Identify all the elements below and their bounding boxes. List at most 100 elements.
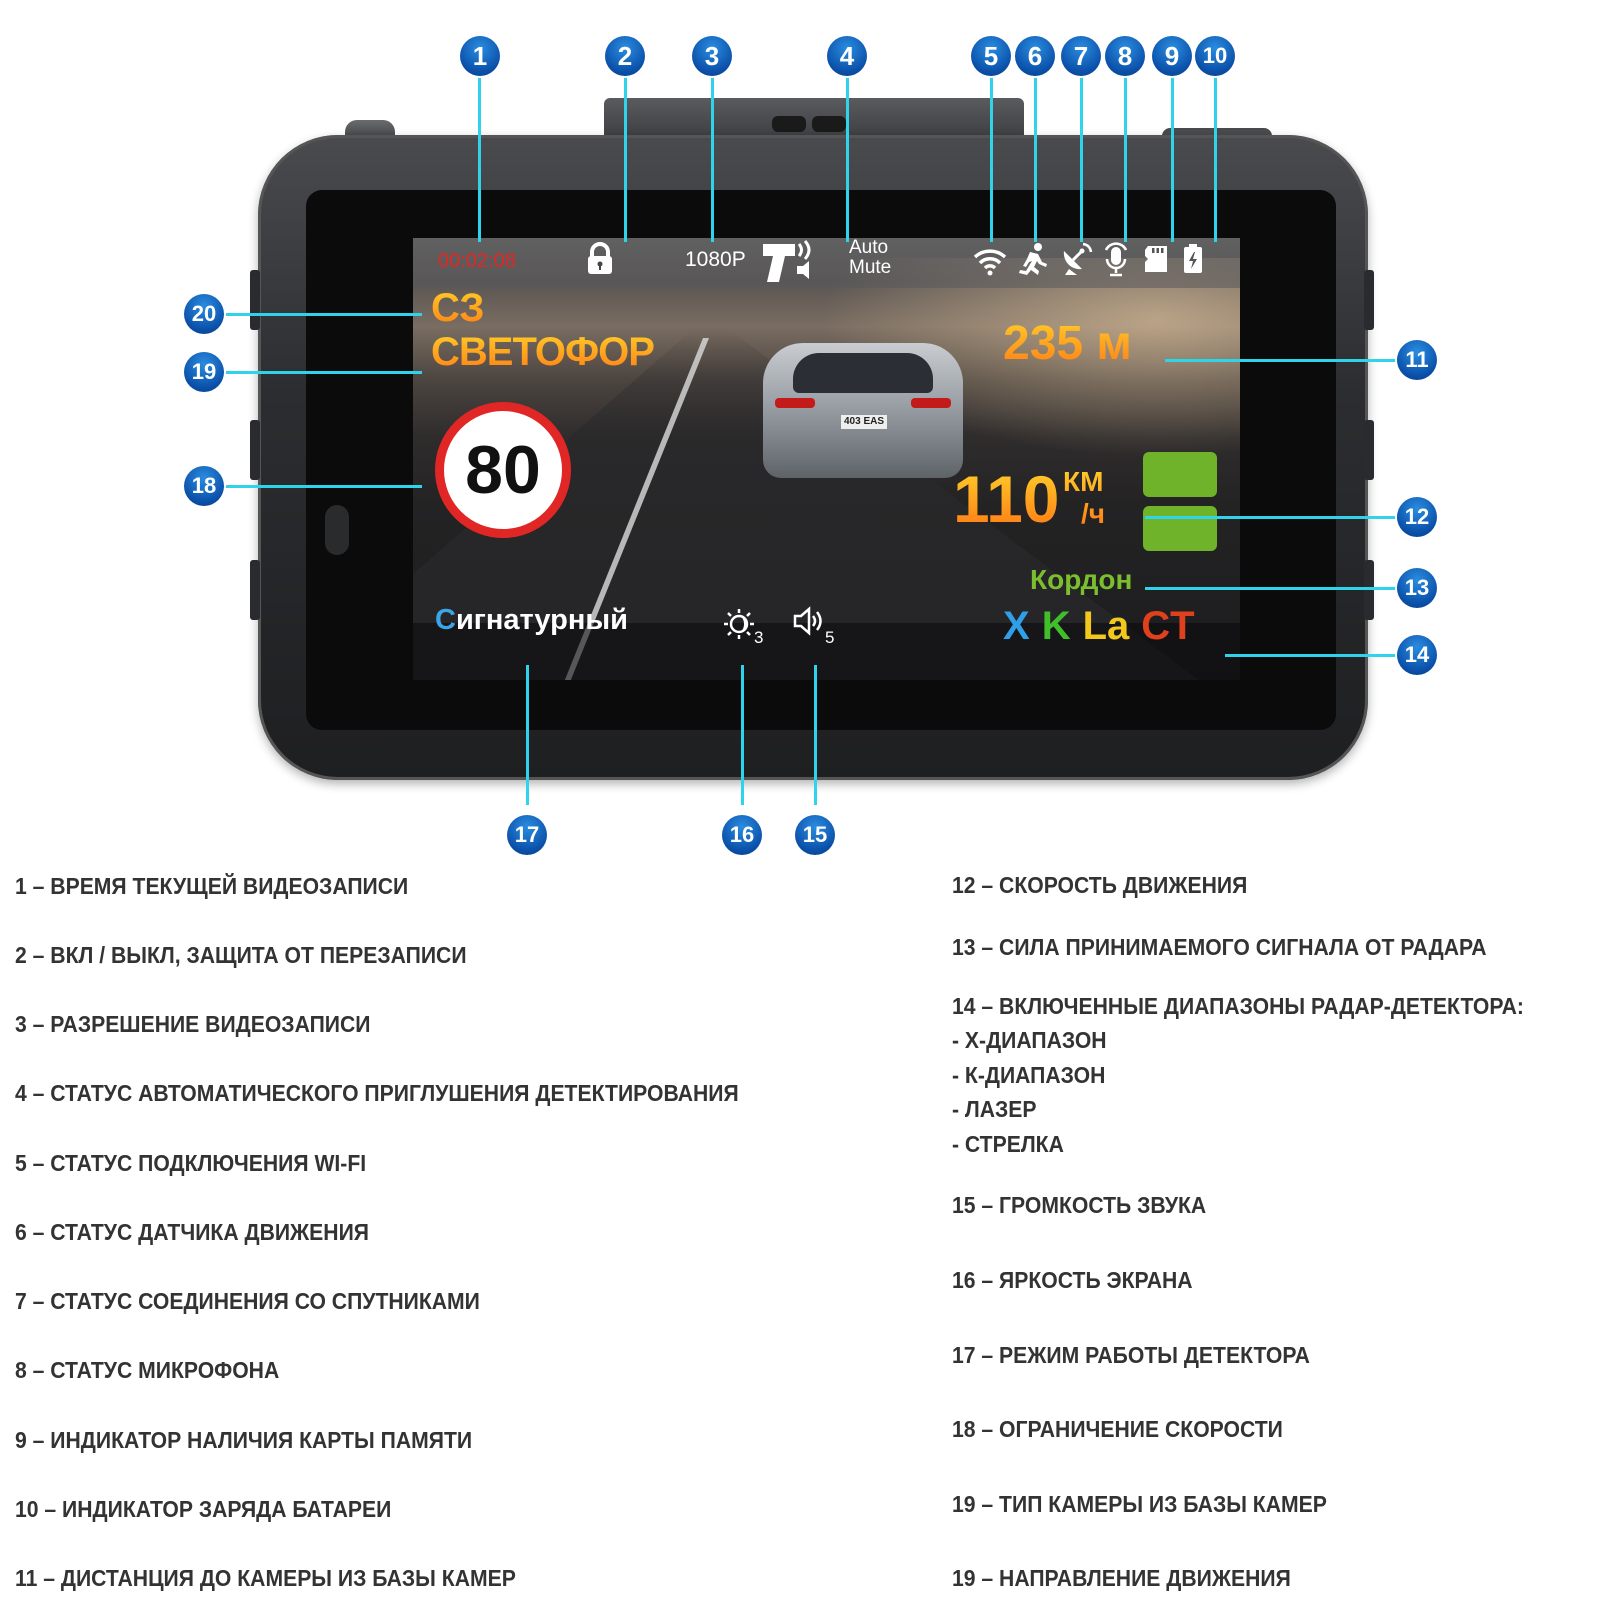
- leader-line-3: [711, 74, 714, 242]
- leader-line-20: [222, 313, 422, 316]
- callout-5: 5: [971, 36, 1011, 76]
- car-image: 403 EAS: [763, 343, 963, 478]
- callout-2: 2: [605, 36, 645, 76]
- speed-unit-bottom: /ч: [1081, 498, 1106, 529]
- volume-icon: [793, 606, 825, 641]
- legend-item: 9 – ИНДИКАТОР НАЛИЧИЯ КАРТЫ ПАМЯТИ: [15, 1427, 473, 1453]
- signal-source: Кордон: [1030, 564, 1133, 595]
- auto-mute-line2: Mute: [849, 257, 892, 278]
- leader-line-13: [1145, 587, 1415, 590]
- mount-slot: [772, 116, 806, 132]
- legend-item: 5 – СТАТУС ПОДКЛЮЧЕНИЯ WI-FI: [15, 1150, 367, 1176]
- leader-line-8: [1124, 74, 1127, 242]
- legend-item: 7 – СТАТУС СОЕДИНЕНИЯ СО СПУТНИКАМИ: [15, 1288, 480, 1314]
- callout-20: 20: [184, 294, 224, 334]
- side-button: [250, 420, 260, 480]
- leader-line-16: [741, 665, 744, 805]
- callout-1: 1: [460, 36, 500, 76]
- band-laser: La: [1082, 604, 1130, 648]
- legend-item: 17 – РЕЖИМ РАБОТЫ ДЕТЕКТОРА: [952, 1342, 1310, 1368]
- bottom-status-bar: [413, 623, 1240, 680]
- callout-8: 8: [1105, 36, 1145, 76]
- callout-9: 9: [1152, 36, 1192, 76]
- side-button: [1364, 270, 1374, 330]
- leader-line-7: [1080, 74, 1083, 242]
- leader-line-4: [846, 74, 849, 242]
- callout-4: 4: [827, 36, 867, 76]
- speaker-gun-icon: [761, 240, 821, 291]
- legend-item: 13 – СИЛА ПРИНИМАЕМОГО СИГНАЛА ОТ РАДАРА: [952, 934, 1487, 960]
- callout-7: 7: [1061, 36, 1101, 76]
- leader-line-19: [222, 371, 422, 374]
- callout-13: 13: [1397, 568, 1437, 608]
- callout-16: 16: [722, 815, 762, 855]
- callout-11: 11: [1397, 340, 1437, 380]
- callout-15: 15: [795, 815, 835, 855]
- leader-line-12: [1145, 516, 1415, 519]
- callout-18: 18: [184, 466, 224, 506]
- legend-item: 18 – ОГРАНИЧЕНИЕ СКОРОСТИ: [952, 1416, 1283, 1442]
- side-button: [250, 270, 260, 330]
- signal-strength-bar: [1143, 452, 1217, 497]
- callout-12: 12: [1397, 497, 1437, 537]
- callout-19: 19: [184, 352, 224, 392]
- legend-item: 19 – НАПРАВЛЕНИЕ ДВИЖЕНИЯ: [952, 1565, 1291, 1591]
- speed-limit-sign: 80: [435, 402, 571, 538]
- lock-icon: [585, 242, 615, 281]
- leader-line-18: [222, 485, 422, 488]
- callout-17: 17: [507, 815, 547, 855]
- car-taillight: [775, 398, 815, 408]
- video-resolution: 1080P: [685, 248, 746, 271]
- direction-indicator: СЗ: [431, 286, 485, 330]
- legend-item: 6 – СТАТУС ДАТЧИКА ДВИЖЕНИЯ: [15, 1219, 369, 1245]
- legend-item: 8 – СТАТУС МИКРОФОНА: [15, 1357, 280, 1383]
- mount-slot: [812, 116, 846, 132]
- legend-item: 10 – ИНДИКАТОР ЗАРЯДА БАТАРЕИ: [15, 1496, 392, 1522]
- legend-subitem: - Х-ДИАПАЗОН: [952, 1027, 1107, 1053]
- camera-type: СВЕТОФОР: [431, 330, 655, 374]
- callout-10: 10: [1195, 36, 1235, 76]
- callout-3: 3: [692, 36, 732, 76]
- detector-mode-text: игнатурный: [455, 604, 628, 636]
- leader-line-6: [1034, 74, 1037, 242]
- leader-line-5: [990, 74, 993, 242]
- band-k: K: [1041, 604, 1071, 648]
- legend-subitem: - ЛАЗЕР: [952, 1096, 1037, 1122]
- leader-line-15: [814, 665, 817, 805]
- camera-distance: 235 м: [1003, 317, 1132, 370]
- leader-line-1: [478, 74, 481, 242]
- light-sensor: [325, 505, 349, 555]
- wifi-icon: [973, 246, 1007, 281]
- legend-item: 15 – ГРОМКОСТЬ ЗВУКА: [952, 1192, 1207, 1218]
- band-strelka: CT: [1141, 604, 1195, 648]
- microphone-icon: [1101, 240, 1131, 283]
- car-plate: 403 EAS: [841, 415, 887, 429]
- status-bar: 00:02:08 1080P Auto Mute: [413, 238, 1240, 288]
- legend-item: 4 – СТАТУС АВТОМАТИЧЕСКОГО ПРИГЛУШЕНИЯ Д…: [15, 1080, 739, 1106]
- legend-item: 12 – СКОРОСТЬ ДВИЖЕНИЯ: [952, 872, 1248, 898]
- current-speed: 110: [953, 462, 1060, 536]
- legend-item: 11 – ДИСТАНЦИЯ ДО КАМЕРЫ ИЗ БАЗЫ КАМЕР: [15, 1565, 516, 1591]
- auto-mute-status: Auto Mute: [849, 238, 891, 278]
- leader-line-14: [1225, 654, 1415, 657]
- callout-14: 14: [1397, 635, 1437, 675]
- sd-card-icon: [1143, 244, 1169, 279]
- legend-item: 14 – ВКЛЮЧЕННЫЕ ДИАПАЗОНЫ РАДАР-ДЕТЕКТОР…: [952, 993, 1524, 1019]
- satellite-icon: [1061, 241, 1095, 282]
- motion-sensor-icon: [1016, 242, 1048, 281]
- speed-unit-top: КМ: [1063, 466, 1104, 497]
- battery-icon: [1183, 244, 1203, 279]
- speed-unit: КМ /ч: [1063, 466, 1105, 530]
- leader-line-10: [1214, 74, 1217, 242]
- detector-mode: Сигнатурный: [435, 604, 628, 637]
- legend-item: 3 – РАЗРЕШЕНИЕ ВИДЕОЗАПИСИ: [15, 1011, 371, 1037]
- car-window: [793, 353, 933, 393]
- recording-time: 00:02:08: [438, 250, 516, 272]
- car-taillight: [911, 398, 951, 408]
- legend-item: 16 – ЯРКОСТЬ ЭКРАНА: [952, 1267, 1193, 1293]
- side-button: [1364, 420, 1374, 480]
- signal-strength-bar: [1143, 506, 1217, 551]
- callout-6: 6: [1015, 36, 1055, 76]
- legend-subitem: - СТРЕЛКА: [952, 1131, 1064, 1157]
